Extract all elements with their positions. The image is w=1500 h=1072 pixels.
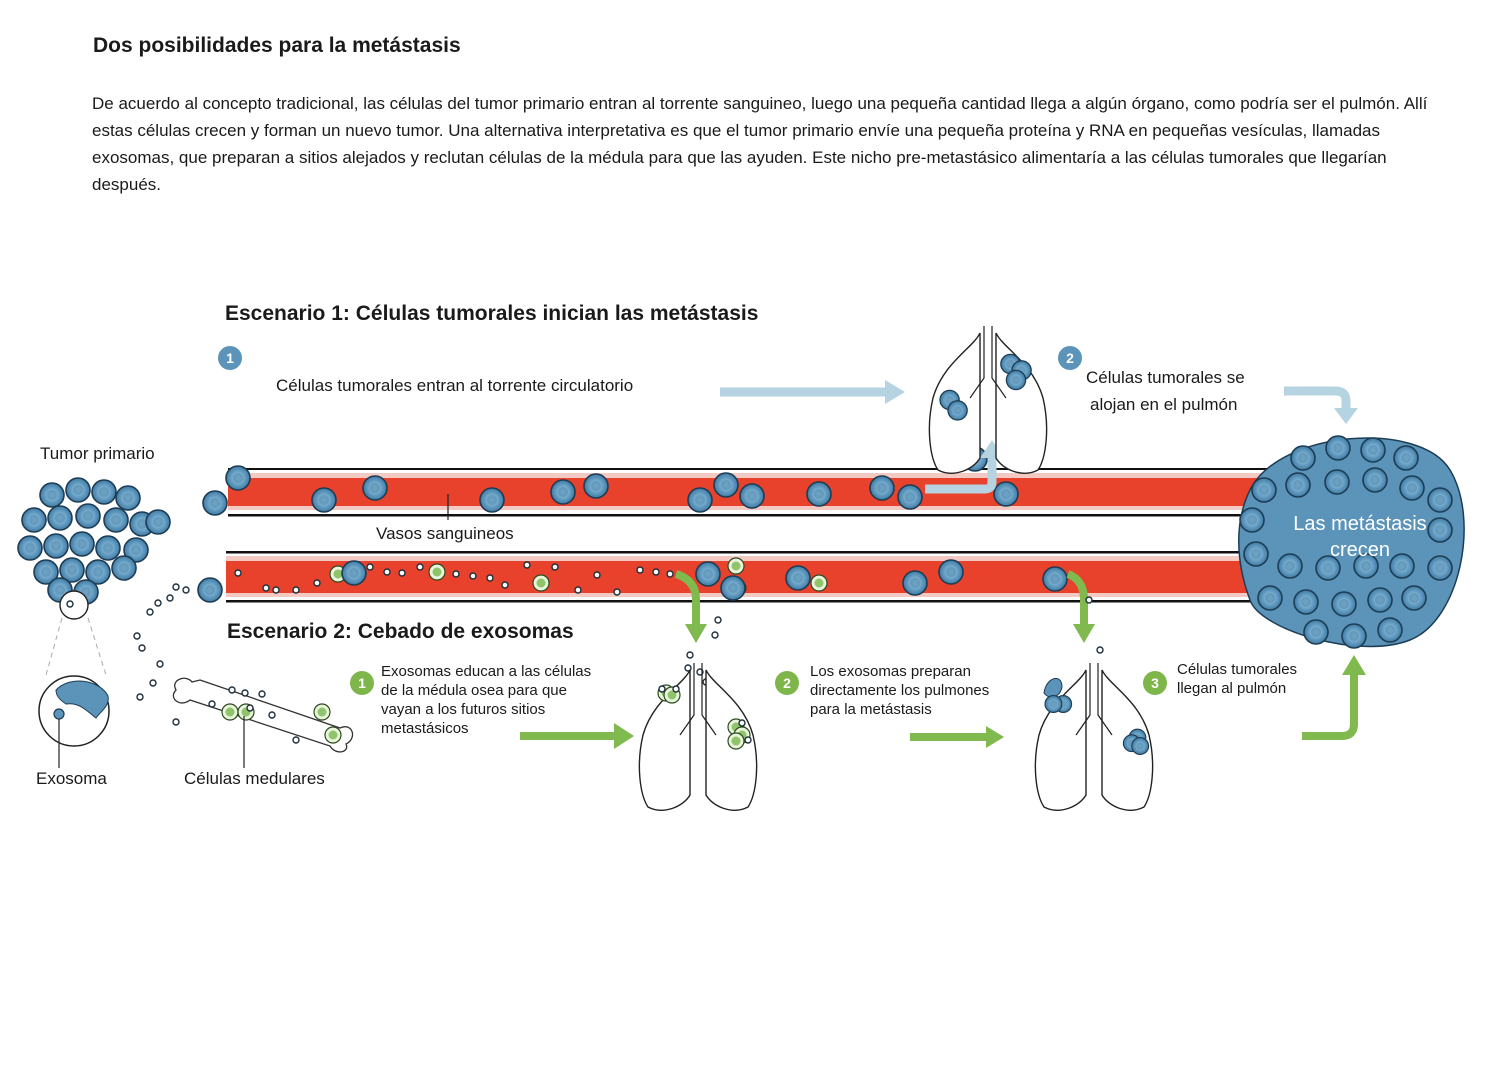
scenario2-step2-line: directamente los pulmones (810, 682, 990, 699)
scenario2-heading: Escenario 2: Cebado de exosomas (227, 620, 574, 643)
page-title: Dos posibilidades para la metástasis (93, 34, 461, 57)
scenario1-heading: Escenario 1: Células tumorales inician l… (225, 302, 759, 325)
scenario2-step3-line: Células tumorales (1177, 661, 1298, 678)
scenario2-arrows (520, 570, 1366, 749)
scenario1-step1-badge: 1 (218, 346, 242, 370)
lung-scenario2-step1 (638, 662, 758, 811)
exosome-stream (133, 583, 190, 726)
scenario1-step2-badge: 2 (1058, 346, 1082, 370)
scenario2-step3-text: Células tumorales llegan al pulmón (1177, 660, 1297, 698)
scenario2-step2-badge: 2 (775, 671, 799, 695)
exosome-zoom (38, 590, 110, 768)
blood-vessel-lower (226, 551, 1290, 603)
scenario2-step1-line: Exosomas educan a las células (381, 663, 592, 680)
label-metastasis-line1: Las metástasis (1293, 513, 1427, 535)
scenario2-step2-text: Los exosomas preparan directamente los p… (810, 662, 989, 719)
scenario1-step2-text-line1: Células tumorales se (1086, 368, 1245, 387)
label-metastasis-crecen: Las metástasis crecen (1250, 511, 1470, 563)
primary-tumor (17, 477, 171, 605)
scenario1-arrows (720, 380, 1358, 494)
intro-paragraph: De acuerdo al concepto tradicional, las … (92, 94, 1428, 194)
label-tumor-primario: Tumor primario (40, 444, 155, 463)
scenario2-step3-line: llegan al pulmón (1177, 680, 1287, 697)
scenario2-step3-badge: 3 (1143, 671, 1167, 695)
scenario1-step2-text-line2: alojan en el pulmón (1090, 395, 1238, 414)
label-celulas-medulares: Células medulares (184, 769, 325, 788)
label-exosoma: Exosoma (36, 769, 107, 788)
scenario2-step2-line: para la metástasis (810, 701, 932, 718)
lung-scenario2-step2 (1034, 662, 1154, 811)
label-vasos: Vasos sanguineos (376, 524, 514, 543)
scenario2-step2-line: Los exosomas preparan (810, 663, 971, 680)
label-metastasis-line2: crecen (1329, 539, 1391, 561)
bone-marrow (172, 677, 354, 768)
scenario1-step1-text: Células tumorales entran al torrente cir… (276, 376, 634, 395)
metastasis-mass (1238, 435, 1465, 649)
scenario2-step1-line: de la médula osea para que (381, 682, 567, 699)
scenario2-step1-badge: 1 (350, 671, 374, 695)
scenario2-step1-line: metastásicos (381, 720, 469, 737)
scenario2-step1-text: Exosomas educan a las células de la médu… (381, 662, 591, 738)
scenario2-step1-line: vayan a los futuros sitios (381, 701, 546, 718)
